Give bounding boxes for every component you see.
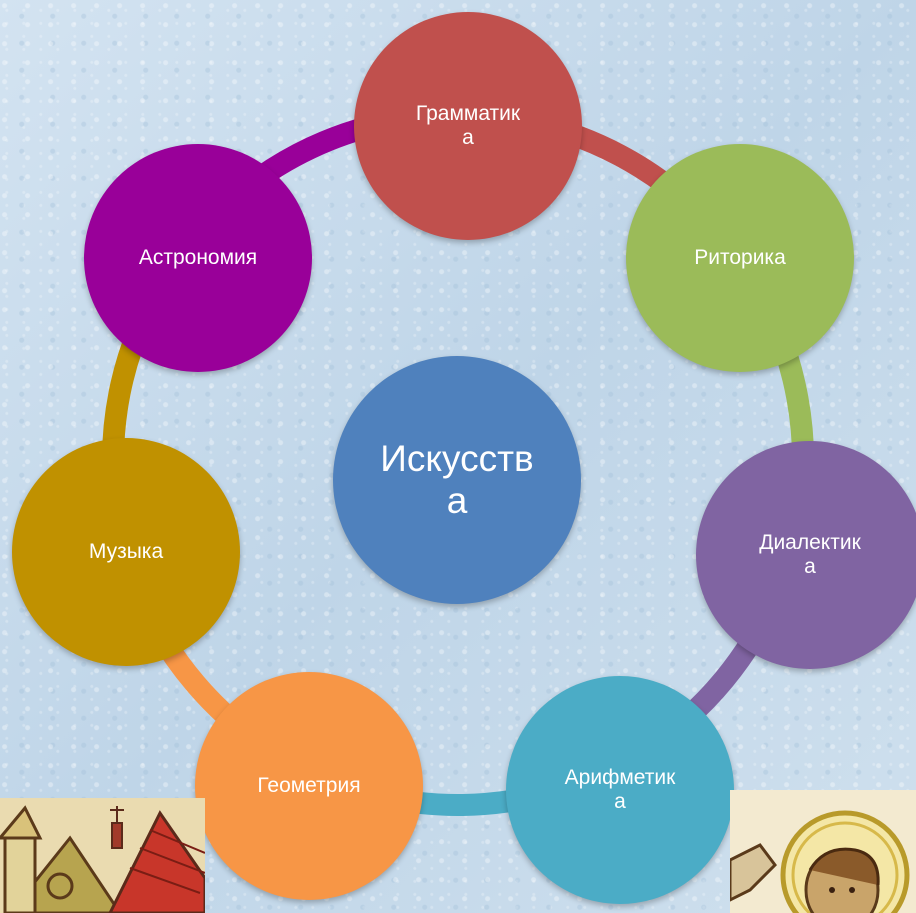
node-music: Музыка [12,438,240,666]
node-arithmetic: Арифметик а [506,676,734,904]
node-grammar: Грамматик а [354,12,582,240]
node-music-line1: Музыка [88,540,164,563]
node-grammar-line1: Грамматик [415,102,521,125]
node-geometry: Геометрия [195,672,423,900]
node-dialectic-line1: Диалектик [759,531,861,554]
node-rhetoric: Риторика [626,144,854,372]
node-astronomy-line1: Астрономия [138,246,258,269]
node-arithmetic-line2: а [614,790,626,813]
building-miniature-icon [0,798,205,913]
building-miniature-image [0,798,205,913]
node-arithmetic-line1: Арифметик [564,766,676,789]
node-geometry-line1: Геометрия [257,774,361,797]
saint-miniature-icon [730,790,916,913]
node-rhetoric-line1: Риторика [694,246,786,269]
center-label-line1: Искусств [380,438,534,479]
center-node-label: Искусств а [380,438,533,522]
center-node-arts: Искусств а [333,356,581,604]
center-label-line2: а [446,480,468,521]
saint-miniature-image [730,790,916,913]
node-dialectic: Диалектик а [696,441,916,669]
node-dialectic-line2: а [804,555,816,578]
node-grammar-line2: а [462,126,474,149]
node-astronomy: Астрономия [84,144,312,372]
